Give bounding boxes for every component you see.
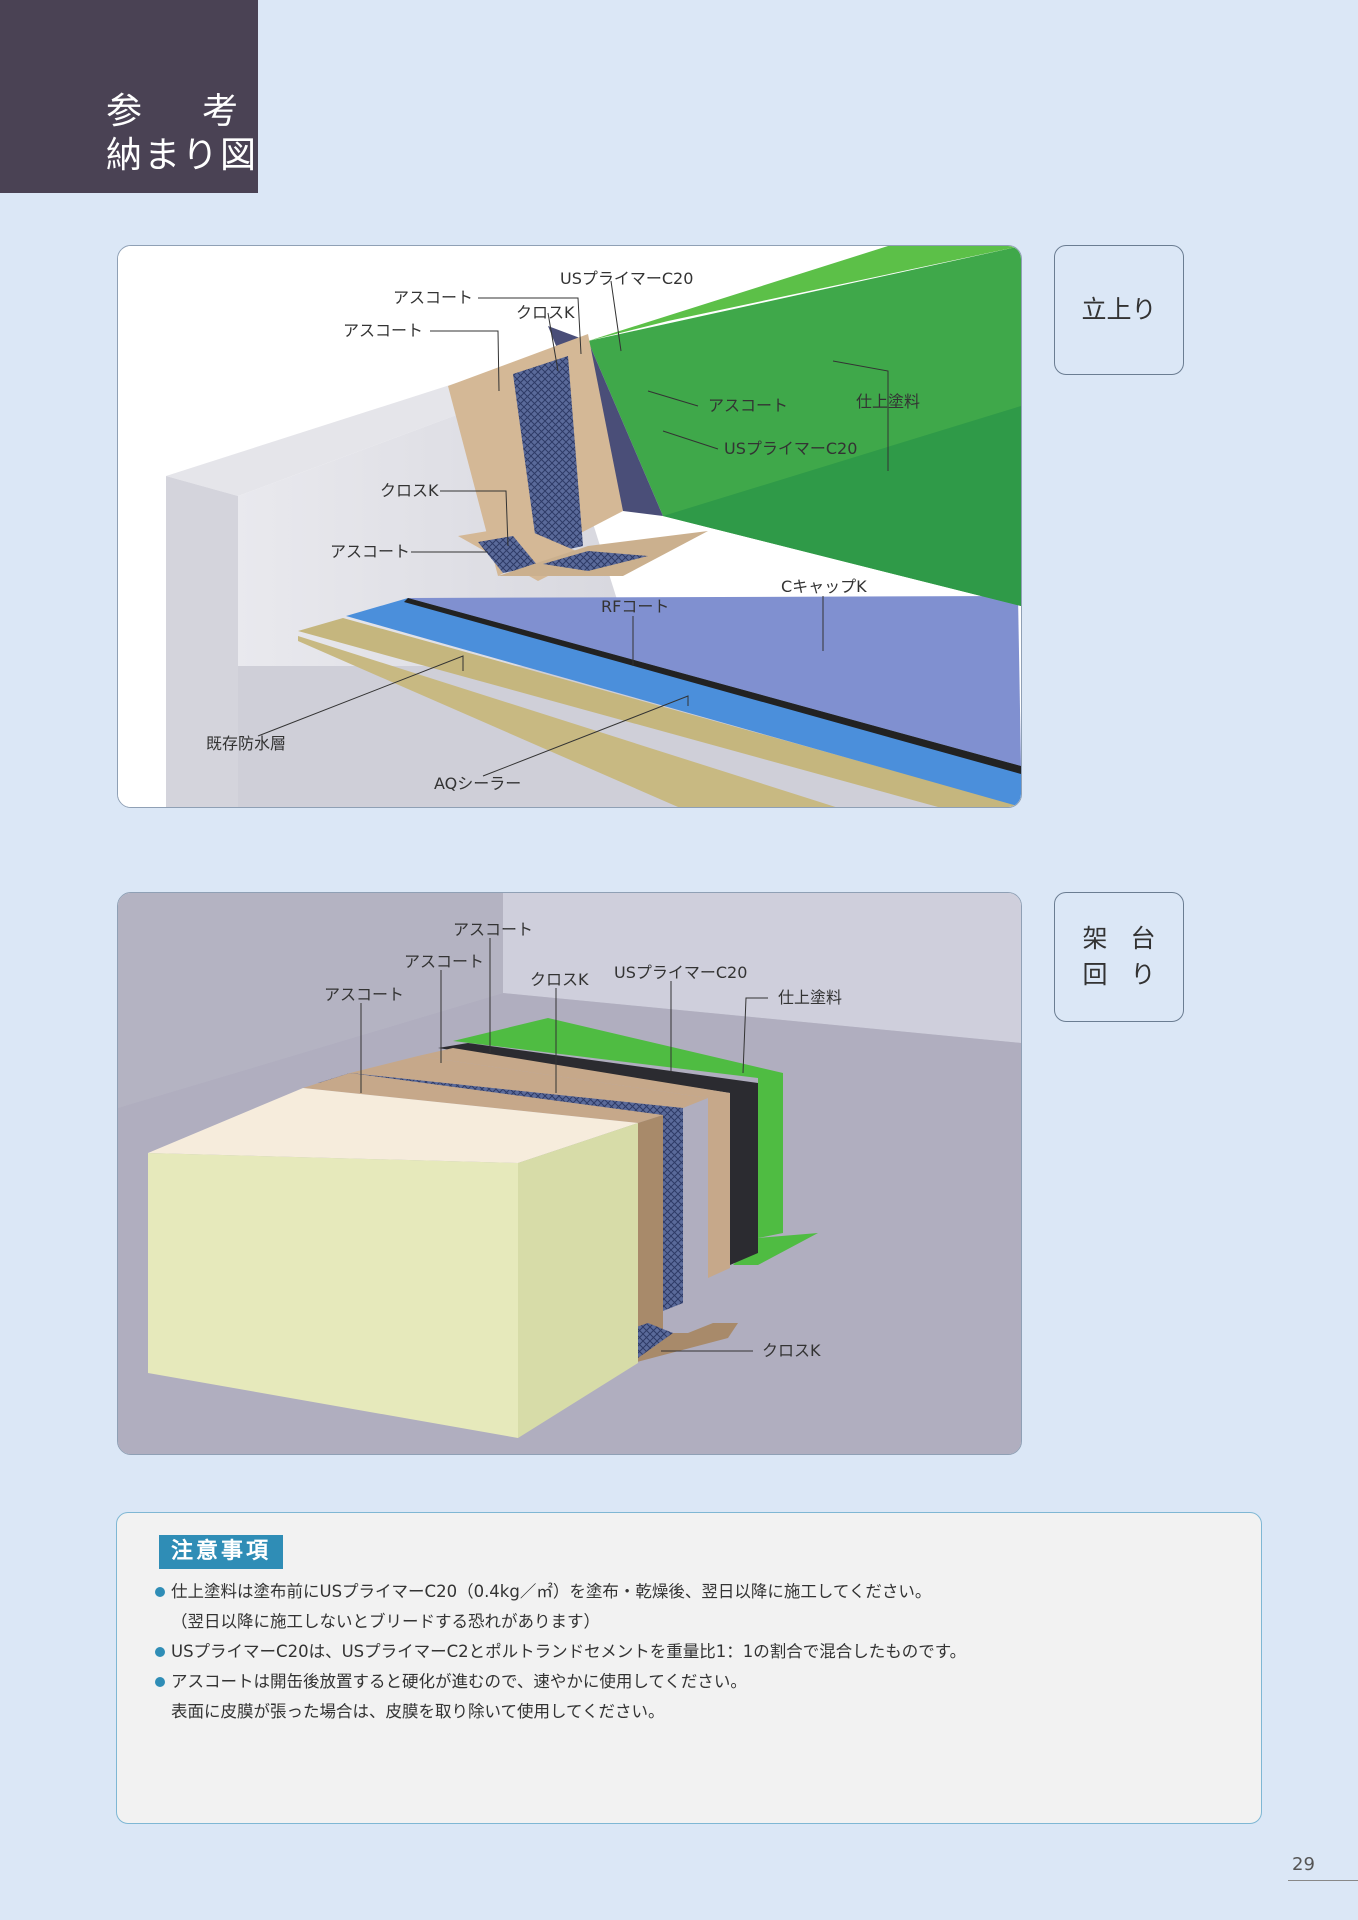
bullet-icon xyxy=(155,1587,165,1597)
note-item: USプライマーC20は、USプライマーC2とポルトランドセメントを重量比1：1の… xyxy=(155,1637,966,1667)
tag2-char-1: 架 xyxy=(1082,924,1108,954)
label-cloth-k-top: クロスK xyxy=(516,303,575,322)
label2-ascoat-a: アスコート xyxy=(453,920,533,939)
header-char-1: 参 xyxy=(106,91,145,132)
bullet-icon xyxy=(155,1647,165,1657)
tag2-char-4: り xyxy=(1130,960,1156,989)
note-item: アスコートは開缶後放置すると硬化が進むので、速やかに使用してください。 表面に皮… xyxy=(155,1667,966,1727)
label-ascoat-low: アスコート xyxy=(330,542,410,561)
header-char-2: 考 xyxy=(201,91,240,132)
header-title-line1: 参 考 xyxy=(106,94,240,130)
note-text: アスコートは開缶後放置すると硬化が進むので、速やかに使用してください。 xyxy=(171,1672,747,1691)
label2-ascoat-c: アスコート xyxy=(324,985,404,1004)
caution-notes: 注意事項 仕上塗料は塗布前にUSプライマーC20（0.4kg／㎡）を塗布・乾燥後… xyxy=(116,1512,1262,1824)
note-item: 仕上塗料は塗布前にUSプライマーC20（0.4kg／㎡）を塗布・乾燥後、翌日以降… xyxy=(155,1577,966,1637)
upstand-illustration: USプライマーC20 アスコート アスコート クロスK アスコート USプライマ… xyxy=(118,246,1021,807)
notes-list: 仕上塗料は塗布前にUSプライマーC20（0.4kg／㎡）を塗布・乾燥後、翌日以降… xyxy=(155,1577,966,1727)
label-ascoat-2: アスコート xyxy=(343,321,423,340)
label-cloth-k-mid: クロスK xyxy=(380,481,439,500)
label2-cloth-k-top: クロスK xyxy=(530,970,589,989)
label-existing-layer: 既存防水層 xyxy=(206,734,286,753)
label2-finish-paint: 仕上塗料 xyxy=(778,988,842,1007)
label2-cloth-k-bottom: クロスK xyxy=(762,1341,821,1360)
label-c-cap-k: CキャップK xyxy=(781,577,867,596)
note-text: 仕上塗料は塗布前にUSプライマーC20（0.4kg／㎡）を塗布・乾燥後、翌日以降… xyxy=(171,1582,932,1601)
page-number: 29 xyxy=(1292,1854,1315,1875)
tag2-char-2: 台 xyxy=(1130,924,1156,954)
label2-ascoat-b: アスコート xyxy=(404,952,484,971)
label-ascoat-right: アスコート xyxy=(708,396,788,415)
label-us-primer-top: USプライマーC20 xyxy=(560,269,693,288)
label-us-primer-right: USプライマーC20 xyxy=(724,439,857,458)
note-continuation: 表面に皮膜が張った場合は、皮膜を取り除いて使用してください。 xyxy=(171,1702,665,1721)
label-rf-coat: RFコート xyxy=(601,597,669,616)
tag-mount-base: 架 台 回 り xyxy=(1054,892,1184,1022)
notes-title: 注意事項 xyxy=(159,1535,284,1569)
label-aq-sealer: AQシーラー xyxy=(434,774,521,793)
note-continuation: （翌日以降に施工しないとブリードする恐れがあります） xyxy=(171,1612,600,1631)
tag2-char-3: 回 xyxy=(1082,960,1108,989)
label-ascoat-1: アスコート xyxy=(393,288,473,307)
tag-upstand: 立上り xyxy=(1054,245,1184,375)
label2-us-primer: USプライマーC20 xyxy=(614,963,747,982)
section-header: 参 考 納まり図 xyxy=(0,0,258,193)
diagram-upstand: USプライマーC20 アスコート アスコート クロスK アスコート USプライマ… xyxy=(117,245,1022,808)
page-rule xyxy=(1288,1880,1358,1881)
header-title-line2: 納まり図 xyxy=(106,135,259,176)
bullet-icon xyxy=(155,1677,165,1687)
label-finish-paint: 仕上塗料 xyxy=(856,392,920,411)
mount-base-illustration: アスコート アスコート アスコート クロスK USプライマーC20 仕上塗料 ク… xyxy=(118,893,1021,1454)
diagram-mount-base: アスコート アスコート アスコート クロスK USプライマーC20 仕上塗料 ク… xyxy=(117,892,1022,1455)
note-text: USプライマーC20は、USプライマーC2とポルトランドセメントを重量比1：1の… xyxy=(171,1642,967,1661)
